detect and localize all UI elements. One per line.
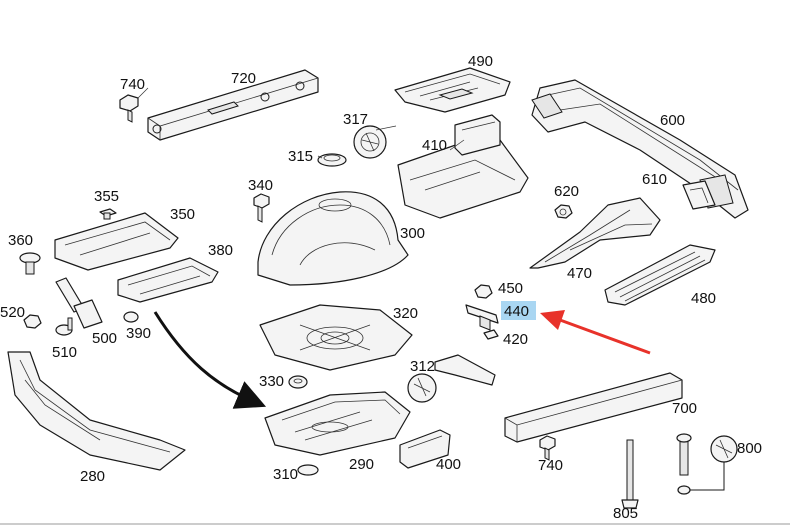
grommet-315[interactable] [317,153,347,167]
label-800: 800 [737,440,762,457]
crossmember-720[interactable] [147,69,319,141]
relocation-arrow [153,311,267,409]
label-320: 320 [393,305,418,322]
label-620: 620 [554,183,579,200]
label-440[interactable]: 440 [504,303,529,320]
highlight-arrow [540,310,651,355]
bolt-740-bottom[interactable] [539,435,556,461]
label-450: 450 [498,280,523,297]
grommet-330[interactable] [288,375,308,389]
bolt-510[interactable] [55,317,73,336]
label-355: 355 [94,188,119,205]
tray-410[interactable] [397,114,529,219]
cap-317[interactable] [353,125,387,159]
clip-440[interactable] [465,304,499,331]
highlight-box-440 [501,301,536,320]
panel-490[interactable] [394,67,511,113]
label-740-bottom: 740 [538,457,563,474]
label-490: 490 [468,53,493,70]
bolt-740-top[interactable] [119,94,139,123]
grid-panel-480[interactable] [604,244,716,306]
label-400: 400 [436,456,461,473]
side-rail-280[interactable] [7,351,186,471]
holder-400[interactable] [399,429,451,469]
cover-380[interactable] [117,257,219,303]
label-510: 510 [52,344,77,361]
label-720: 720 [231,70,256,87]
crossbar-700[interactable] [504,372,683,443]
label-610: 610 [642,171,667,188]
label-330: 330 [259,373,284,390]
label-390: 390 [126,325,151,342]
floor-panel-320[interactable] [259,304,413,371]
label-340: 340 [248,177,273,194]
nut-450[interactable] [474,284,493,299]
label-740-top: 740 [120,76,145,93]
bracket-610[interactable] [682,180,716,210]
tube-312[interactable] [407,354,496,403]
label-380: 380 [208,242,233,259]
plate-420[interactable] [483,329,499,340]
clip-310[interactable] [297,464,319,476]
label-600: 600 [660,112,685,129]
label-700: 700 [672,400,697,417]
label-315: 315 [288,148,313,165]
long-bolt-805[interactable] [621,439,639,509]
label-312: 312 [410,358,435,375]
side-member-470[interactable] [529,197,661,269]
label-280: 280 [80,468,105,485]
label-470: 470 [567,265,592,282]
label-410: 410 [422,137,447,154]
spare-wheel-well-300[interactable] [257,191,409,286]
grommet-390[interactable] [123,311,139,323]
label-350: 350 [170,206,195,223]
clip-355[interactable] [99,208,117,220]
label-520: 520 [0,304,25,321]
label-480: 480 [691,290,716,307]
label-420: 420 [503,331,528,348]
tray-350[interactable] [54,212,179,271]
tray-290[interactable] [264,391,411,456]
label-310: 310 [273,466,298,483]
label-290: 290 [349,456,374,473]
bolt-340[interactable] [253,193,270,223]
label-805: 805 [613,505,638,522]
nut-520[interactable] [23,314,42,329]
bracket-500[interactable] [55,277,103,329]
push-pin-360[interactable] [19,252,41,275]
leader-lines [137,87,465,159]
label-317: 317 [343,111,368,128]
label-300: 300 [400,225,425,242]
label-360: 360 [8,232,33,249]
nut-620[interactable] [554,204,573,219]
bolt-set-800[interactable] [676,433,738,495]
label-500: 500 [92,330,117,347]
